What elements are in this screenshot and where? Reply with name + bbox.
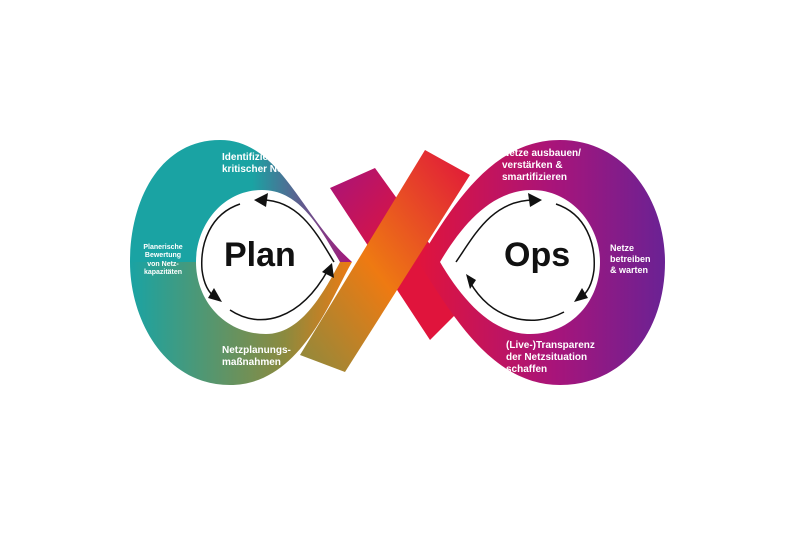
step-operate-label: Netze betreiben & warten [610,243,651,275]
left-cycle-arrow-bottom [229,269,329,321]
step-expand-label: Netze ausbauen/ verstärken & smartifizie… [502,148,581,183]
left-cycle-arrow-left [201,203,241,299]
step-measures-label: Netzplanungs- maßnahmen [222,345,291,368]
right-cycle-arrow-bottom [469,281,565,321]
cross-band-up [300,150,470,372]
step-identify-label: Identifizierung kritischer Netze [222,152,297,175]
plan-title: Plan [224,236,296,274]
right-cycle-arrow-right [555,203,595,299]
right-hole [440,190,600,334]
right-arrowhead-left [466,274,476,289]
left-cycle-arrow-top [261,199,335,263]
step-transparency-label: (Live-)Transparenz der Netzsituation sch… [506,340,595,375]
left-hole [196,190,340,334]
left-arrowhead-right [322,263,334,278]
right-arrowhead-top [528,193,542,207]
right-cycle-arrow-top [455,199,535,263]
ops-title: Ops [504,236,571,274]
left-arrowhead-top [254,193,268,207]
step-evaluate-label: Planerische Bewertung von Netz- kapazitä… [143,244,183,277]
left-arrowhead-bottom [208,288,222,302]
right-arrowhead-bottom [574,288,588,302]
